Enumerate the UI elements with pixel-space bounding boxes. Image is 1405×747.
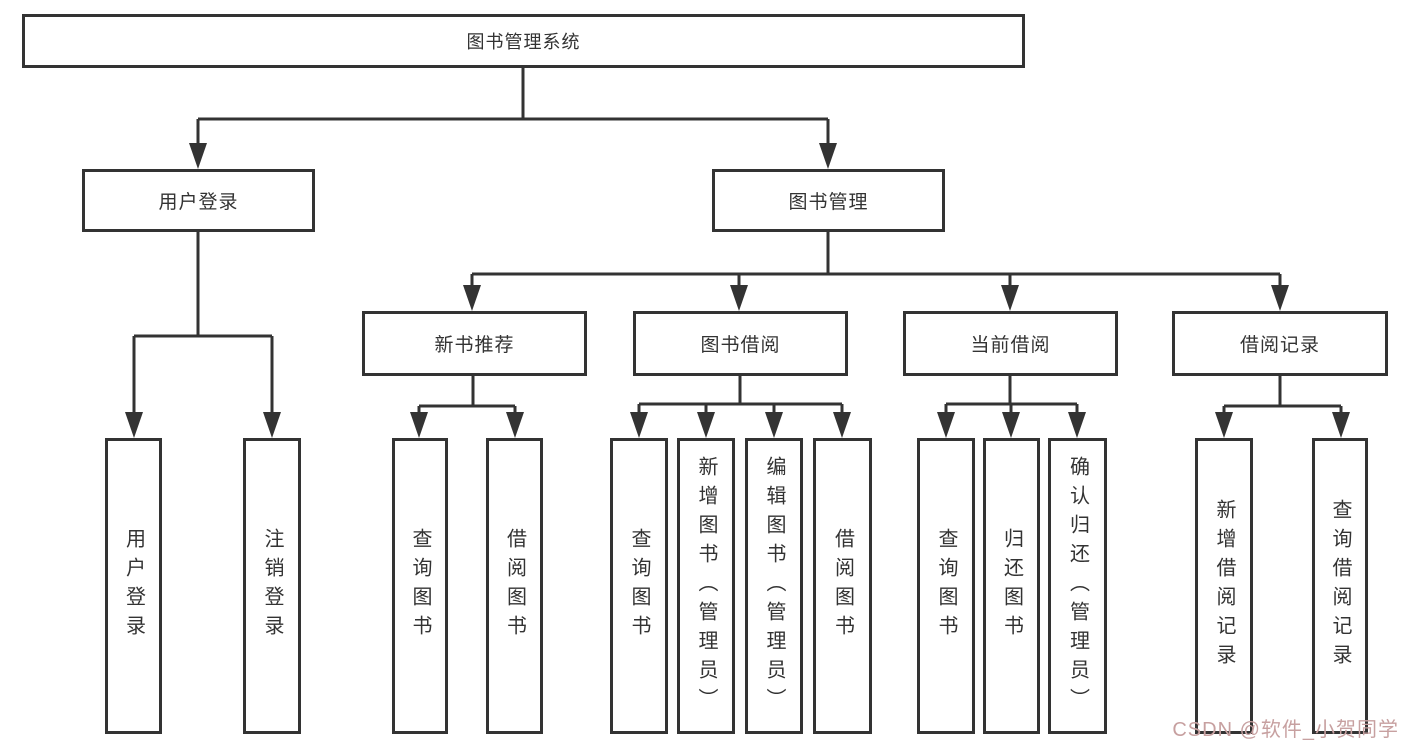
leaf-borrow-query: 查询图书 (610, 438, 668, 734)
leaf-current-return-label: 归还图书 (1000, 528, 1023, 644)
node-user-login: 用户登录 (82, 169, 315, 232)
node-current-borrow-label: 当前借阅 (970, 335, 1051, 356)
leaf-newbook-query-label: 查询图书 (409, 528, 431, 644)
node-book-borrow: 图书借阅 (633, 311, 848, 376)
leaf-current-query: 查询图书 (917, 438, 975, 734)
leaf-borrow-query-label: 查询图书 (628, 528, 650, 644)
leaf-current-confirm-admin-label: 确认归还（管理员） (1066, 455, 1089, 717)
leaf-borrow-edit-admin: 编辑图书（管理员） (745, 438, 803, 734)
node-current-borrow: 当前借阅 (903, 311, 1118, 376)
leaf-newbook-query: 查询图书 (392, 438, 448, 734)
node-system-root: 图书管理系统 (22, 14, 1025, 68)
leaf-records-add-label: 新增借阅记录 (1213, 499, 1235, 673)
leaf-borrow-add-admin: 新增图书（管理员） (677, 438, 735, 734)
leaf-newbook-borrow: 借阅图书 (486, 438, 543, 734)
node-user-login-label: 用户登录 (158, 192, 239, 213)
leaf-borrow-borrow: 借阅图书 (813, 438, 872, 734)
leaf-newbook-borrow-label: 借阅图书 (503, 528, 526, 644)
leaf-logout-label: 注销登录 (261, 528, 283, 644)
leaf-logout: 注销登录 (243, 438, 301, 734)
leaf-borrow-borrow-label: 借阅图书 (831, 528, 854, 644)
leaf-user-login-label: 用户登录 (122, 528, 145, 644)
node-book-management-label: 图书管理 (788, 192, 869, 213)
leaf-current-return: 归还图书 (983, 438, 1040, 734)
leaf-records-query: 查询借阅记录 (1312, 438, 1368, 734)
csdn-watermark: CSDN @软件_小贺同学 (1172, 719, 1399, 741)
node-borrow-records-label: 借阅记录 (1239, 335, 1320, 356)
node-book-borrow-label: 图书借阅 (700, 335, 781, 356)
leaf-records-query-label: 查询借阅记录 (1329, 499, 1351, 673)
leaf-current-confirm-admin: 确认归还（管理员） (1048, 438, 1107, 734)
leaf-borrow-edit-admin-label: 编辑图书（管理员） (763, 455, 785, 717)
node-system-root-label: 图书管理系统 (466, 32, 581, 52)
node-book-management: 图书管理 (712, 169, 945, 232)
leaf-current-query-label: 查询图书 (935, 528, 957, 644)
leaf-borrow-add-admin-label: 新增图书（管理员） (695, 455, 717, 717)
node-borrow-records: 借阅记录 (1172, 311, 1388, 376)
leaf-user-login: 用户登录 (105, 438, 162, 734)
leaf-records-add: 新增借阅记录 (1195, 438, 1253, 734)
node-new-book-recommend-label: 新书推荐 (434, 335, 515, 356)
node-new-book-recommend: 新书推荐 (362, 311, 587, 376)
